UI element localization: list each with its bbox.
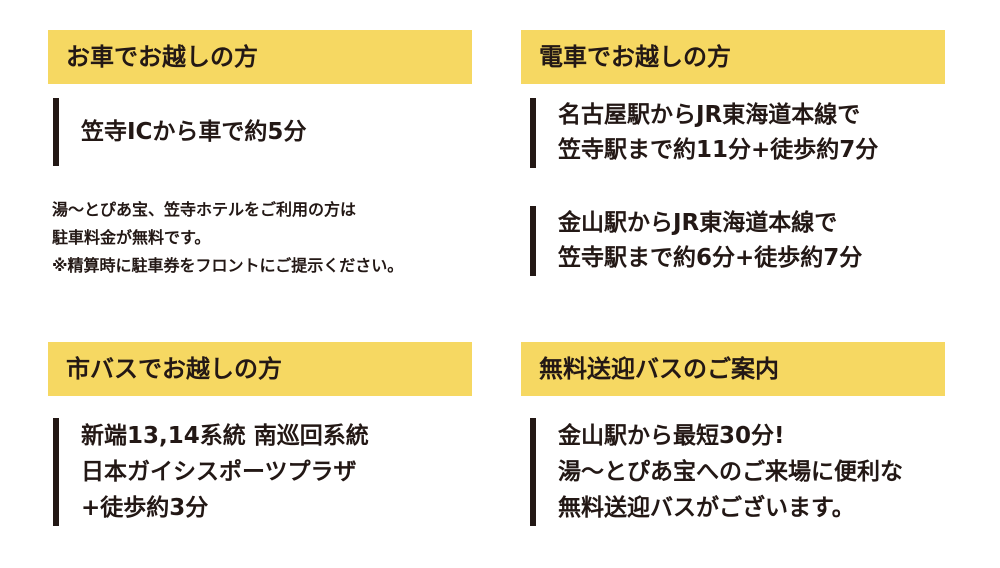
shuttle-line: 湯〜とぴあ宝へのご来場に便利な (558, 459, 903, 485)
route-line: 笠寺駅まで約11分+徒歩約7分 (558, 137, 879, 163)
note-line: ※精算時に駐車券をフロントにご提示ください。 (52, 256, 404, 275)
train-route-1: 名古屋駅からJR東海道本線で 笠寺駅まで約11分+徒歩約7分 (530, 98, 878, 168)
bus-line: 日本ガイシスポーツプラザ (81, 459, 357, 485)
shuttle-info-block: 金山駅から最短30分! 湯〜とぴあ宝へのご来場に便利な 無料送迎バスがございます… (530, 418, 903, 526)
parking-note: 湯〜とぴあ宝、笠寺ホテルをご利用の方は 駐車料金が無料です。 ※精算時に駐車券を… (52, 196, 403, 280)
car-line: 笠寺ICから車で約5分 (81, 119, 307, 145)
car-info-block: 笠寺ICから車で約5分 (53, 98, 306, 166)
shuttle-section-header: 無料送迎バスのご案内 (521, 342, 945, 396)
bus-line: 新端13,14系統 南巡回系統 (81, 423, 369, 449)
route-line: 名古屋駅からJR東海道本線で (558, 102, 861, 128)
car-section-header: お車でお越しの方 (48, 30, 472, 84)
shuttle-line: 無料送迎バスがございます。 (558, 495, 855, 521)
shuttle-line: 金山駅から最短30分! (558, 423, 785, 449)
train-section-header: 電車でお越しの方 (521, 30, 945, 84)
route-line: 笠寺駅まで約6分+徒歩約7分 (558, 245, 863, 271)
train-route-2: 金山駅からJR東海道本線で 笠寺駅まで約6分+徒歩約7分 (530, 206, 862, 276)
bus-info-block: 新端13,14系統 南巡回系統 日本ガイシスポーツプラザ +徒歩約3分 (53, 418, 369, 526)
bus-line: +徒歩約3分 (81, 495, 209, 521)
bus-section-header: 市バスでお越しの方 (48, 342, 472, 396)
route-line: 金山駅からJR東海道本線で (558, 210, 838, 236)
note-line: 駐車料金が無料です。 (52, 228, 211, 247)
note-line: 湯〜とぴあ宝、笠寺ホテルをご利用の方は (52, 200, 357, 219)
